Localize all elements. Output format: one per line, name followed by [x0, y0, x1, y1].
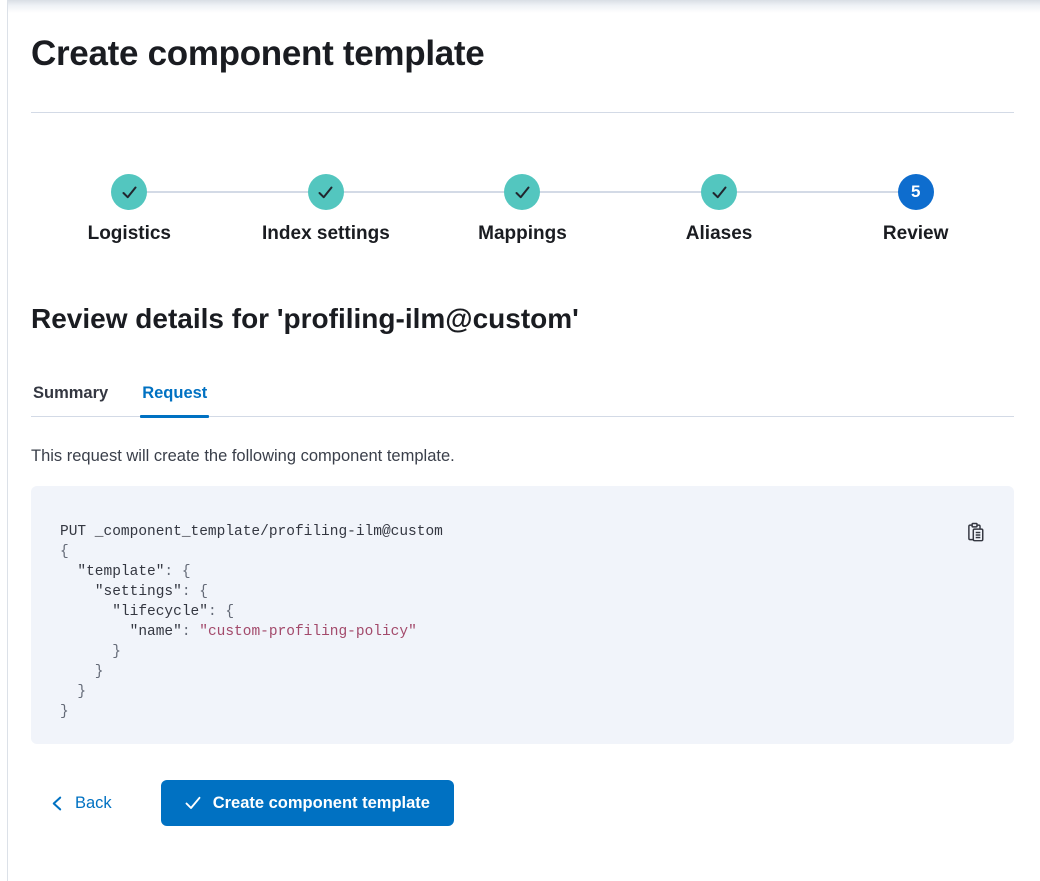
- back-button[interactable]: Back: [45, 793, 118, 814]
- copy-clipboard-icon: [968, 522, 984, 542]
- step-aliases[interactable]: Aliases: [621, 174, 818, 245]
- step-label: Logistics: [87, 223, 171, 244]
- check-icon: [185, 796, 201, 809]
- step-label: Mappings: [478, 223, 567, 244]
- review-heading: Review details for 'profiling-ilm@custom…: [31, 303, 579, 334]
- step-complete-check-icon: [504, 174, 541, 210]
- step-index-settings[interactable]: Index settings: [228, 174, 425, 245]
- step-logistics[interactable]: Logistics: [31, 174, 228, 245]
- back-label: Back: [75, 793, 112, 812]
- request-code-block: PUT _component_template/profiling-ilm@cu…: [31, 486, 1014, 744]
- code-line: }: [60, 644, 121, 660]
- review-tabs: Summary Request: [31, 384, 1014, 418]
- title-divider: [31, 112, 1014, 113]
- tab-summary[interactable]: Summary: [31, 384, 110, 416]
- code-line: "name": "custom-profiling-policy": [129, 624, 417, 640]
- code-line: "template": {: [77, 564, 191, 580]
- copy-button[interactable]: [963, 520, 988, 545]
- step-label: Index settings: [262, 223, 390, 244]
- step-complete-check-icon: [307, 174, 344, 210]
- code-line: {: [60, 544, 69, 560]
- chevron-left-icon: [52, 796, 62, 810]
- step-complete-check-icon: [111, 174, 148, 210]
- code-line: }: [60, 704, 69, 720]
- code-line: }: [60, 684, 87, 700]
- code-line: "settings": {: [94, 584, 208, 600]
- request-description: This request will create the following c…: [31, 447, 455, 465]
- code-content: PUT _component_template/profiling-ilm@cu…: [60, 522, 954, 722]
- step-complete-check-icon: [701, 174, 738, 210]
- code-line: "lifecycle": {: [112, 604, 235, 620]
- code-line: PUT _component_template/profiling-ilm@cu…: [60, 524, 443, 540]
- create-component-template-page: Create component template Logistics Index…: [31, 0, 1014, 826]
- footer-actions: Back Create component template: [31, 780, 1014, 826]
- page-title: Create component template: [31, 34, 485, 73]
- create-component-template-button[interactable]: Create component template: [160, 780, 454, 826]
- step-number-badge: 5: [897, 174, 934, 210]
- step-label: Review: [882, 223, 949, 244]
- tab-request[interactable]: Request: [140, 384, 210, 418]
- step-mappings[interactable]: Mappings: [424, 174, 621, 245]
- code-line: }: [60, 664, 104, 680]
- step-label: Aliases: [685, 223, 753, 244]
- create-button-label: Create component template: [212, 793, 430, 812]
- left-panel-edge: [7, 0, 8, 881]
